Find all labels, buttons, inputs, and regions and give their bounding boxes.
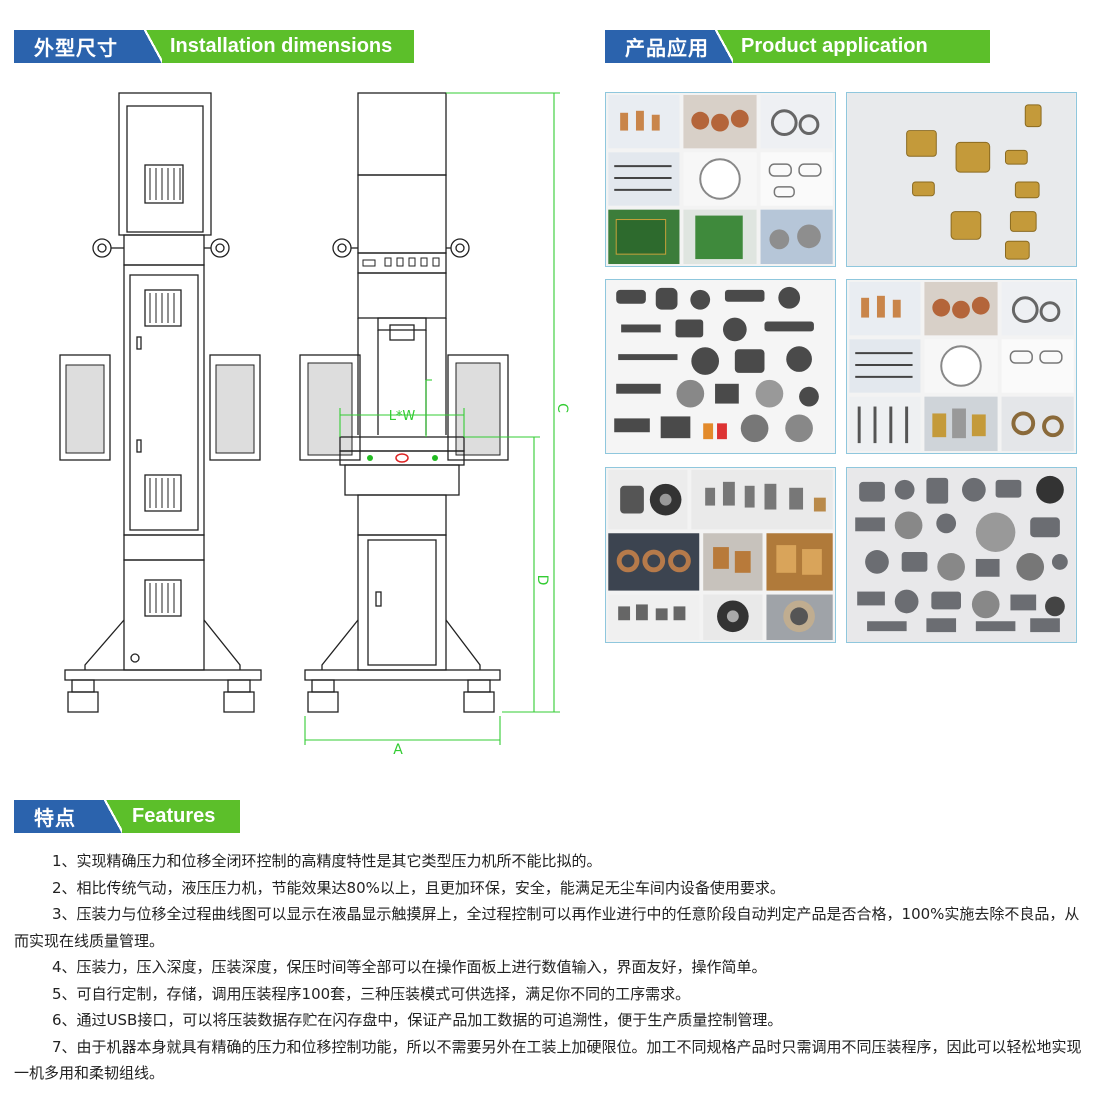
section-banner-features: 特点 Features xyxy=(14,800,240,833)
banner-title-en: Installation dimensions xyxy=(162,30,414,63)
feature-item: 3、压装力与位移全过程曲线图可以显示在液晶显示触摸屏上，全过程控制可以再作业进行… xyxy=(14,905,1080,950)
product-photo-collage xyxy=(608,94,833,265)
section-banner-installation: 外型尺寸 Installation dimensions xyxy=(14,30,414,63)
banner-title-cn: 产品应用 xyxy=(605,30,715,63)
side-view-machine xyxy=(59,92,262,713)
features-list: 1、实现精确压力和位移全闭环控制的高精度特性是其它类型压力机所不能比拟的。 2、… xyxy=(14,848,1086,1087)
dimension-label-a: A xyxy=(393,742,403,758)
product-photo-collage xyxy=(849,281,1074,452)
product-photo-collage xyxy=(847,468,1076,642)
product-photo-grid-2 xyxy=(846,279,1077,454)
banner-title-en: Product application xyxy=(733,30,990,63)
dimension-lines xyxy=(304,92,560,745)
product-photo-auto-parts xyxy=(605,279,836,454)
product-photo-collage xyxy=(847,93,1076,266)
product-photo-bushings xyxy=(605,467,836,643)
section-banner-product-application: 产品应用 Product application xyxy=(605,30,990,63)
dimension-label-d: D xyxy=(534,575,550,586)
feature-item: 2、相比传统气动，液压压力机，节能效果达80%以上，且更加环保，安全，能满足无尘… xyxy=(52,878,785,897)
product-photo-powder-metal-parts xyxy=(846,467,1077,643)
product-photo-collage xyxy=(608,469,833,641)
feature-item: 7、由于机器本身就具有精确的压力和位移控制功能，所以不需要另外在工装上加硬限位。… xyxy=(14,1037,1082,1083)
installation-drawing: A C D L*W xyxy=(59,92,570,758)
feature-item: 6、通过USB接口，可以将压装数据存贮在闪存盘中，保证产品加工数据的可追溯性，便… xyxy=(52,1011,783,1029)
dimension-label-c: C xyxy=(554,403,570,413)
product-photo-collage xyxy=(606,280,835,453)
feature-item: 5、可自行定制，存储，调用压装程序100套，三种压装模式可供选择，满足你不同的工… xyxy=(52,984,691,1003)
banner-divider xyxy=(715,30,733,63)
banner-divider xyxy=(104,800,122,833)
product-photo-grid-1 xyxy=(605,92,836,267)
banner-title-en: Features xyxy=(122,800,240,833)
banner-title-cn: 外型尺寸 xyxy=(14,30,144,63)
feature-item: 1、实现精确压力和位移全闭环控制的高精度特性是其它类型压力机所不能比拟的。 xyxy=(52,852,602,870)
banner-title-cn: 特点 xyxy=(14,800,104,833)
front-view-machine xyxy=(299,92,509,713)
product-photo-brass-parts xyxy=(846,92,1077,267)
dimension-label-lw: L*W xyxy=(389,409,416,424)
banner-divider xyxy=(144,30,162,63)
feature-item: 4、压装力，压入深度，压装深度，保压时间等全部可以在操作面板上进行数值输入，界面… xyxy=(52,958,767,976)
